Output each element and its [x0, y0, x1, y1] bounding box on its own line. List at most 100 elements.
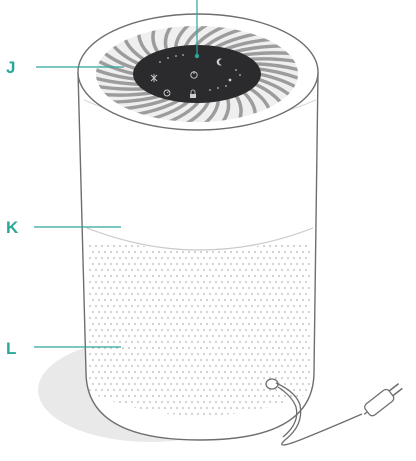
mesh-hole	[122, 287, 124, 289]
mesh-hole	[269, 329, 271, 331]
mesh-hole	[278, 263, 280, 265]
mesh-hole	[260, 359, 262, 361]
mesh-hole	[287, 425, 289, 427]
mesh-hole	[215, 401, 217, 403]
mesh-hole	[305, 317, 307, 319]
mesh-hole	[128, 263, 130, 265]
mesh-hole	[284, 359, 286, 361]
mesh-hole	[215, 341, 217, 343]
mesh-hole	[134, 275, 136, 277]
mesh-hole	[137, 377, 139, 379]
mesh-hole	[95, 317, 97, 319]
mesh-hole	[200, 323, 202, 325]
mesh-hole	[179, 353, 181, 355]
mesh-hole	[146, 263, 148, 265]
mesh-hole	[224, 263, 226, 265]
mesh-hole	[191, 281, 193, 283]
mesh-hole	[236, 359, 238, 361]
mesh-hole	[203, 365, 205, 367]
mesh-hole	[140, 311, 142, 313]
mesh-hole	[308, 407, 310, 409]
mesh-hole	[191, 257, 193, 259]
mesh-hole	[248, 383, 250, 385]
mesh-hole	[95, 353, 97, 355]
mesh-hole	[176, 347, 178, 349]
mesh-hole	[272, 347, 274, 349]
mesh-hole	[245, 353, 247, 355]
mesh-hole	[113, 377, 115, 379]
mesh-hole	[233, 365, 235, 367]
mesh-hole	[290, 251, 292, 253]
mesh-hole	[92, 383, 94, 385]
mesh-hole	[209, 257, 211, 259]
mesh-hole	[293, 365, 295, 367]
mesh-hole	[194, 359, 196, 361]
mesh-hole	[224, 383, 226, 385]
mesh-hole	[116, 383, 118, 385]
mesh-hole	[155, 281, 157, 283]
mesh-hole	[212, 407, 214, 409]
mesh-hole	[116, 395, 118, 397]
mesh-hole	[110, 311, 112, 313]
mesh-hole	[110, 335, 112, 337]
mesh-hole	[245, 293, 247, 295]
mesh-hole	[149, 257, 151, 259]
mesh-hole	[89, 365, 91, 367]
mesh-hole	[119, 269, 121, 271]
mesh-hole	[128, 299, 130, 301]
mesh-hole	[257, 257, 259, 259]
mesh-hole	[131, 257, 133, 259]
mesh-hole	[266, 395, 268, 397]
mesh-hole	[104, 395, 106, 397]
mesh-hole	[113, 329, 115, 331]
mesh-hole	[173, 257, 175, 259]
mesh-hole	[194, 323, 196, 325]
mesh-hole	[164, 347, 166, 349]
mesh-hole	[299, 257, 301, 259]
mesh-hole	[170, 323, 172, 325]
mesh-hole	[242, 335, 244, 337]
mesh-hole	[194, 263, 196, 265]
mesh-hole	[290, 359, 292, 361]
mesh-hole	[152, 323, 154, 325]
mesh-hole	[167, 365, 169, 367]
mesh-hole	[257, 389, 259, 391]
mesh-hole	[203, 281, 205, 283]
mesh-hole	[272, 359, 274, 361]
mesh-hole	[134, 335, 136, 337]
mesh-hole	[167, 281, 169, 283]
mesh-hole	[284, 311, 286, 313]
mesh-hole	[224, 311, 226, 313]
mesh-hole	[149, 377, 151, 379]
mesh-hole	[263, 377, 265, 379]
mesh-hole	[149, 341, 151, 343]
mesh-hole	[197, 281, 199, 283]
mesh-hole	[89, 257, 91, 259]
mesh-hole	[233, 281, 235, 283]
mesh-hole	[206, 323, 208, 325]
mesh-hole	[119, 341, 121, 343]
mesh-hole	[260, 311, 262, 313]
mesh-hole	[308, 359, 310, 361]
mesh-hole	[185, 365, 187, 367]
mesh-hole	[251, 365, 253, 367]
mesh-hole	[236, 395, 238, 397]
mesh-hole	[107, 245, 109, 247]
mesh-hole	[89, 389, 91, 391]
mesh-hole	[158, 299, 160, 301]
mesh-hole	[245, 305, 247, 307]
mesh-hole	[197, 353, 199, 355]
mesh-hole	[125, 305, 127, 307]
mesh-hole	[290, 263, 292, 265]
mesh-hole	[275, 257, 277, 259]
mesh-hole	[182, 407, 184, 409]
mesh-hole	[176, 263, 178, 265]
mesh-hole	[152, 359, 154, 361]
mesh-hole	[137, 341, 139, 343]
mesh-hole	[161, 353, 163, 355]
mesh-hole	[245, 329, 247, 331]
mesh-hole	[185, 413, 187, 415]
mesh-hole	[206, 359, 208, 361]
mesh-hole	[98, 311, 100, 313]
